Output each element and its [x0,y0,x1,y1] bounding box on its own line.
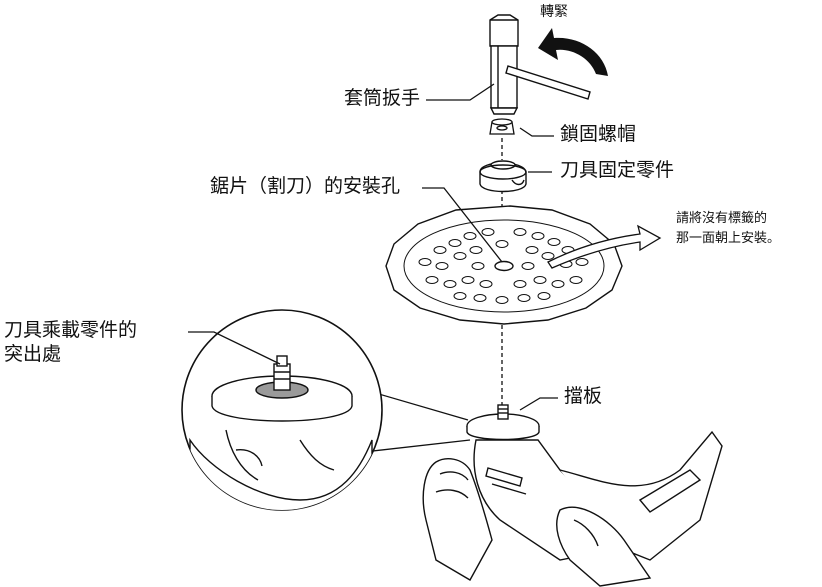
baffle-plate-icon [466,404,540,441]
label-blade-holder: 刀具固定零件 [560,159,675,181]
lock-nut-icon [489,118,515,135]
label-install-note-1: 請將沒有標籤的 [676,211,768,226]
leader-lines [188,83,558,411]
tighten-arrow-icon [538,28,608,76]
hand-left-icon [422,458,493,581]
label-socket-wrench: 套筒扳手 [344,87,421,109]
side-arrow-icon [547,224,662,269]
label-install-note-2: 那一面朝上安裝。 [676,231,781,246]
socket-wrench-icon [489,14,591,115]
label-tighten: 轉緊 [540,4,568,20]
blade-holder-icon [479,160,527,193]
label-blade-seat-1: 刀具乘載零件的 [4,319,138,341]
hand-right-icon [556,506,652,587]
label-lock-nut: 鎖固螺帽 [560,123,637,145]
saw-blade-icon [385,205,623,325]
zoom-callout-lines [363,391,471,453]
label-blade-seat-2: 突出處 [4,343,62,365]
label-baffle: 擋板 [564,385,603,407]
zoom-circle [181,309,383,511]
label-blade-hole: 鋸片（割刀）的安裝孔 [210,175,401,197]
